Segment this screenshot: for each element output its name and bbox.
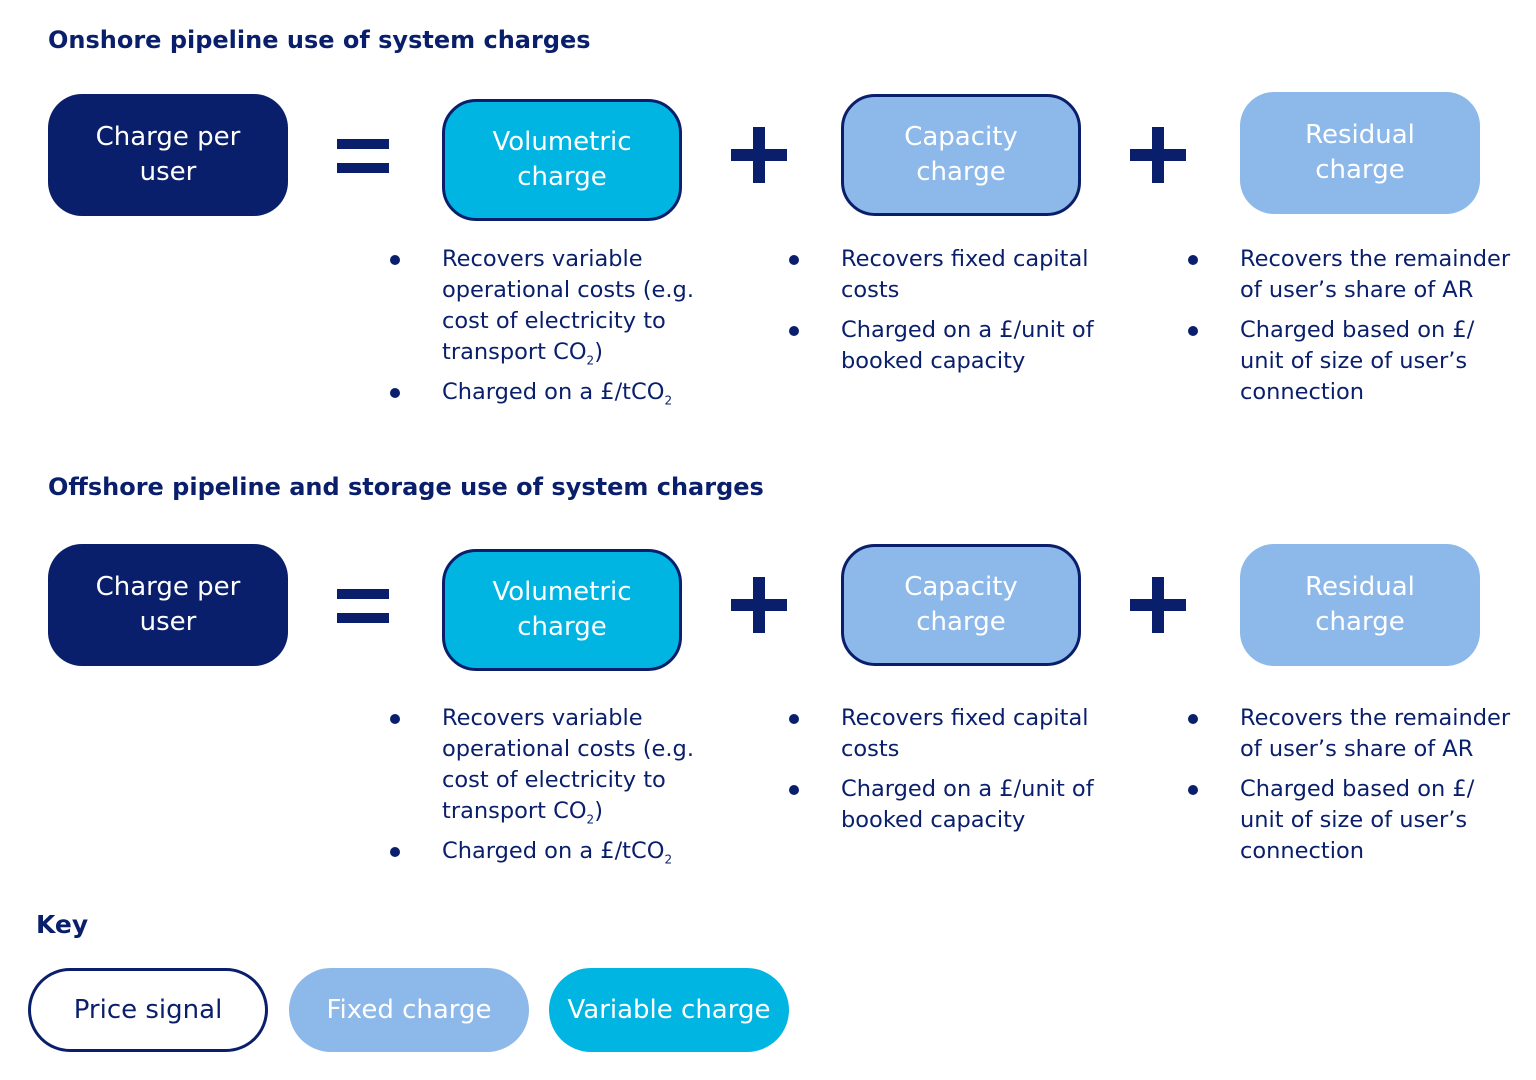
- residual-charge-label: Residual charge: [1305, 572, 1415, 637]
- capacity-charge-box: Capacity charge: [841, 544, 1081, 666]
- charge-per-user-label: Charge per user: [95, 122, 241, 187]
- bullet-item: Recovers the remainder of user’s share o…: [1186, 244, 1521, 315]
- volumetric-charge-label: Volumetric charge: [492, 127, 632, 192]
- bullet-item: Charged on a £/tCO2: [388, 836, 718, 876]
- bullet-item: Charged based on £/ unit of size of user…: [1186, 774, 1521, 876]
- volumetric-charge-box: Volumetric charge: [442, 99, 682, 221]
- charge-per-user-label: Charge per user: [95, 572, 241, 637]
- key-variable-charge: Variable charge: [549, 968, 789, 1052]
- capacity-charge-box: Capacity charge: [841, 94, 1081, 216]
- bullet-item: Recovers variable operational costs (e.g…: [388, 244, 718, 377]
- plus-icon: [1130, 577, 1186, 633]
- volumetric-bullets: Recovers variable operational costs (e.g…: [388, 703, 718, 875]
- bullet-item: Recovers fixed capital costs: [787, 703, 1117, 774]
- key-price-signal-label: Price signal: [73, 995, 223, 1025]
- plus-icon: [1130, 127, 1186, 183]
- capacity-charge-label: Capacity charge: [904, 122, 1018, 187]
- residual-bullets: Recovers the remainder of user’s share o…: [1186, 244, 1521, 416]
- bullet-item: Charged based on £/ unit of size of user…: [1186, 315, 1521, 417]
- bullet-item: Charged on a £/unit of booked capacity: [787, 315, 1117, 386]
- charge-per-user-box: Charge per user: [48, 544, 288, 666]
- equals-icon: [337, 589, 389, 623]
- volumetric-charge-box: Volumetric charge: [442, 549, 682, 671]
- residual-charge-label: Residual charge: [1305, 120, 1415, 185]
- key-fixed-charge-label: Fixed charge: [326, 995, 492, 1025]
- section-title-offshore: Offshore pipeline and storage use of sys…: [48, 473, 764, 501]
- key-price-signal: Price signal: [28, 968, 268, 1052]
- bullet-item: Charged on a £/unit of booked capacity: [787, 774, 1117, 845]
- key-variable-charge-label: Variable charge: [567, 995, 771, 1025]
- bullet-item: Recovers the remainder of user’s share o…: [1186, 703, 1521, 774]
- equals-icon: [337, 139, 389, 173]
- capacity-bullets: Recovers fixed capital costs Charged on …: [787, 703, 1117, 844]
- plus-icon: [731, 577, 787, 633]
- charge-per-user-box: Charge per user: [48, 94, 288, 216]
- key-fixed-charge: Fixed charge: [289, 968, 529, 1052]
- capacity-charge-label: Capacity charge: [904, 572, 1018, 637]
- residual-bullets: Recovers the remainder of user’s share o…: [1186, 703, 1521, 875]
- bullet-item: Recovers variable operational costs (e.g…: [388, 703, 718, 836]
- volumetric-charge-label: Volumetric charge: [492, 577, 632, 642]
- volumetric-bullets: Recovers variable operational costs (e.g…: [388, 244, 718, 416]
- residual-charge-box: Residual charge: [1240, 92, 1480, 214]
- plus-icon: [731, 127, 787, 183]
- bullet-item: Charged on a £/tCO2: [388, 377, 718, 417]
- capacity-bullets: Recovers fixed capital costs Charged on …: [787, 244, 1117, 385]
- bullet-item: Recovers fixed capital costs: [787, 244, 1117, 315]
- key-title: Key: [36, 910, 89, 939]
- section-title-onshore: Onshore pipeline use of system charges: [48, 26, 591, 54]
- residual-charge-box: Residual charge: [1240, 544, 1480, 666]
